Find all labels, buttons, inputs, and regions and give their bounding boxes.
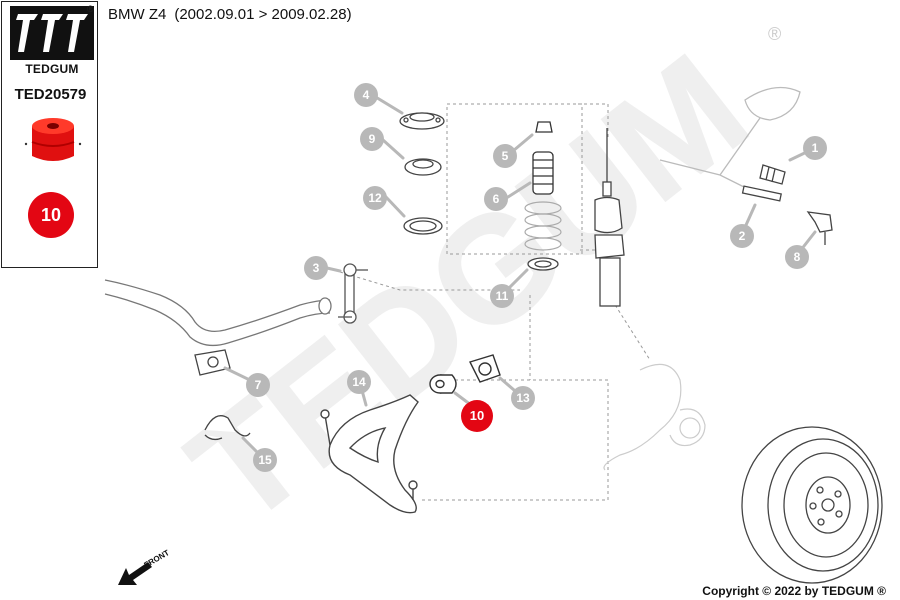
callout-13: 13 bbox=[511, 386, 535, 410]
callout-6: 6 bbox=[484, 187, 508, 211]
shock-absorber bbox=[594, 128, 625, 307]
control-arm-rear-bushing bbox=[469, 354, 501, 383]
vehicle-title: BMW Z4 (2002.09.01 > 2009.02.28) bbox=[108, 6, 352, 23]
callout-12: 12 bbox=[363, 186, 387, 210]
highlight-badge: 10 bbox=[28, 192, 74, 238]
brand-name: TEDGUM bbox=[25, 62, 79, 76]
lower-spring-seat bbox=[527, 257, 559, 271]
callout-4: 4 bbox=[354, 83, 378, 107]
callout-10: 10 bbox=[461, 400, 493, 432]
bushing-photo bbox=[24, 118, 82, 161]
logo-mark-icon bbox=[10, 6, 94, 60]
dust-boot bbox=[532, 151, 554, 195]
watermark-text: TEDGUM bbox=[160, 23, 776, 556]
part-number: TED20579 bbox=[14, 86, 87, 103]
vehicle-period: (2002.09.01 > 2009.02.28) bbox=[174, 6, 352, 23]
steering-knuckle bbox=[603, 363, 706, 471]
watermark-reg-mark: ® bbox=[768, 24, 781, 44]
bump-stop bbox=[535, 121, 553, 133]
front-label: FRONT bbox=[143, 548, 171, 570]
callout-7: 7 bbox=[246, 373, 270, 397]
bushing-clamp bbox=[204, 415, 251, 441]
copyright-notice: Copyright © 2022 by TEDGUM ® bbox=[702, 584, 886, 598]
callout-2: 2 bbox=[730, 224, 754, 248]
control-arm-bushing bbox=[429, 374, 457, 394]
callout-11: 11 bbox=[490, 284, 514, 308]
steering-parts bbox=[659, 86, 833, 245]
callout-3: 3 bbox=[304, 256, 328, 280]
callout-14: 14 bbox=[347, 370, 371, 394]
coil-spring bbox=[524, 201, 562, 251]
control-arm bbox=[320, 394, 419, 514]
tedgum-logo: TEDGUM bbox=[10, 6, 94, 78]
callout-9: 9 bbox=[360, 127, 384, 151]
watermark: TEDGUM bbox=[159, 22, 777, 557]
top-mount bbox=[399, 112, 445, 130]
assembly-guide-lines bbox=[339, 103, 651, 501]
stabilizer-bushing bbox=[194, 349, 231, 376]
strut-bearing bbox=[404, 158, 442, 176]
callout-1: 1 bbox=[803, 136, 827, 160]
stabilizer-link bbox=[338, 263, 368, 324]
callout-15: 15 bbox=[253, 448, 277, 472]
callout-5: 5 bbox=[493, 144, 517, 168]
front-arrow-icon: FRONT bbox=[118, 548, 171, 585]
callout-8: 8 bbox=[785, 245, 809, 269]
registered-mark: ® bbox=[87, 4, 94, 14]
stabilizer-bar bbox=[104, 279, 332, 347]
vehicle-model: BMW Z4 bbox=[108, 6, 167, 23]
wheel bbox=[741, 426, 883, 584]
part-info-panel: TEDGUM ® TED20579 10 bbox=[1, 1, 98, 268]
spring-seat bbox=[403, 217, 443, 235]
